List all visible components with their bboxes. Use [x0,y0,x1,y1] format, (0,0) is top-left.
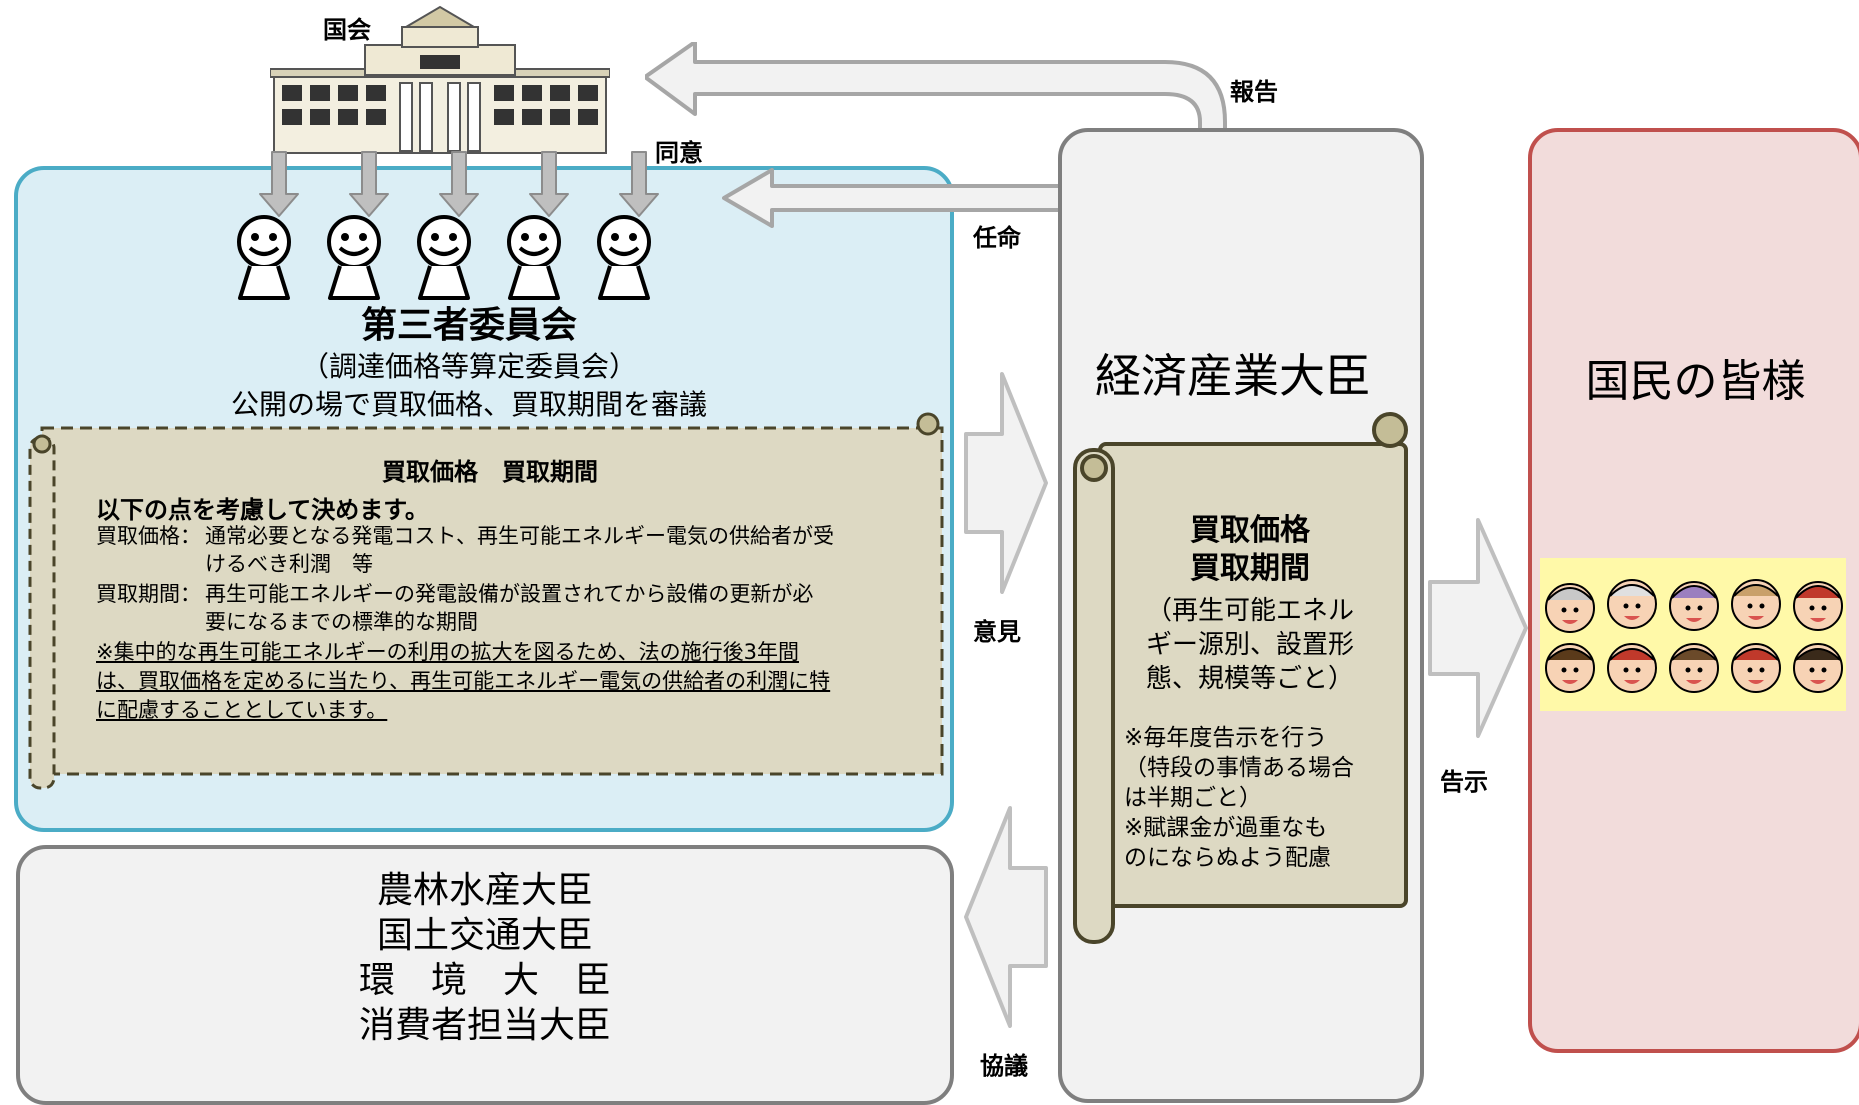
period-label: 買取期間： [96,582,201,606]
notify-label: 告示 [1440,768,1488,796]
opinion-label: 意見 [973,618,1021,646]
period-text-2: 要になるまでの標準的な期間 [205,610,478,634]
meti-note-1: ※毎年度告示を行う [1124,725,1328,751]
minister-agriculture: 農林水産大臣 [376,870,593,911]
report-label: 報告 [1230,78,1278,106]
ministers-list: 農林水産大臣 国土交通大臣 環 境 大 臣 消費者担当大臣 [16,868,954,1048]
appoint-label: 任命 [973,224,1021,252]
consult-label: 協議 [980,1052,1028,1080]
note-line-1: ※集中的な再生可能エネルギーの利用の拡大を図るため、法の施行後3年間 [96,640,799,664]
committee-member-icon [237,215,291,300]
parliament-building-icon [270,5,610,154]
meti-note-4: ※賦課金が過重なも [1124,815,1328,841]
meti-scroll-sub-2: ギー源別、設置形 [1145,630,1354,660]
meti-scroll-heading-1: 買取価格 [1190,513,1310,548]
committee-member-icon [597,215,651,300]
public-title: 国民の皆様 [1585,356,1806,407]
note-line-3: に配慮することとしています。 [96,698,388,722]
meti-note-2: （特段の事情ある場合 [1124,755,1354,781]
minister-consumer: 消費者担当大臣 [358,1005,611,1046]
committee-title: 第三者委員会 [360,305,577,346]
meti-scroll [1073,412,1408,944]
price-label: 買取価格： [96,524,201,548]
appoint-arrow [722,168,1094,228]
meti-scroll-sub-3: 態、規模等ごと） [1145,664,1354,694]
period-text-1: 再生可能エネルギーの発電設備が設置されてから設備の更新が必 [205,582,814,606]
committee-member-icon [327,215,381,300]
diagram-canvas: 国会 報告 同意 任命 [14,5,1859,1105]
meti-note-3: は半期ごと） [1124,785,1262,811]
meti-scroll-heading: 買取価格 買取期間 [1120,512,1380,588]
meti-scroll-sub-1: （再生可能エネル [1145,596,1354,626]
committee-member-icon [417,215,471,300]
consent-label: 同意 [655,139,703,167]
committee-scroll [28,412,944,790]
meti-title: 経済産業大臣 [1095,349,1371,403]
minister-environment: 環 境 大 臣 [358,960,611,1001]
meti-scroll-heading-2: 買取期間 [1190,551,1310,586]
committee-subtitle: （調達価格等算定委員会） [300,350,637,383]
committee-member-icon [507,215,561,300]
minister-land: 国土交通大臣 [376,915,593,956]
note-line-2: は、買取価格を定めるに当たり、再生可能エネルギー電気の供給者の利潤に特 [96,669,831,693]
opinion-arrow [964,372,1048,594]
price-text-1: 通常必要となる発電コスト、再生可能エネルギー電気の供給者が受 [205,524,834,548]
committee-description: 公開の場で買取価格、買取期間を審議 [230,388,707,421]
parliament-label: 国会 [323,16,371,44]
consult-arrow [964,806,1048,1028]
price-text-2: けるべき利潤 等 [205,552,373,576]
citizens-group-icon [1540,558,1846,711]
committee-scroll-heading: 買取価格 買取期間 [382,458,598,486]
committee-scroll-intro: 以下の点を考慮して決めます。 [96,496,429,524]
committee-members [237,215,651,300]
meti-scroll-subtitle: （再生可能エネル ギー源別、設置形 態、規模等ごと） [1110,594,1390,696]
consent-down-arrows [259,151,659,217]
notify-arrow [1428,518,1528,738]
meti-scroll-notes: ※毎年度告示を行う （特段の事情ある場合 は半期ごと） ※賦課金が過重なも のに… [1124,723,1354,873]
meti-note-5: のにならぬよう配慮 [1124,845,1331,871]
report-arrow [645,42,1227,157]
ministers-box [16,845,954,1105]
